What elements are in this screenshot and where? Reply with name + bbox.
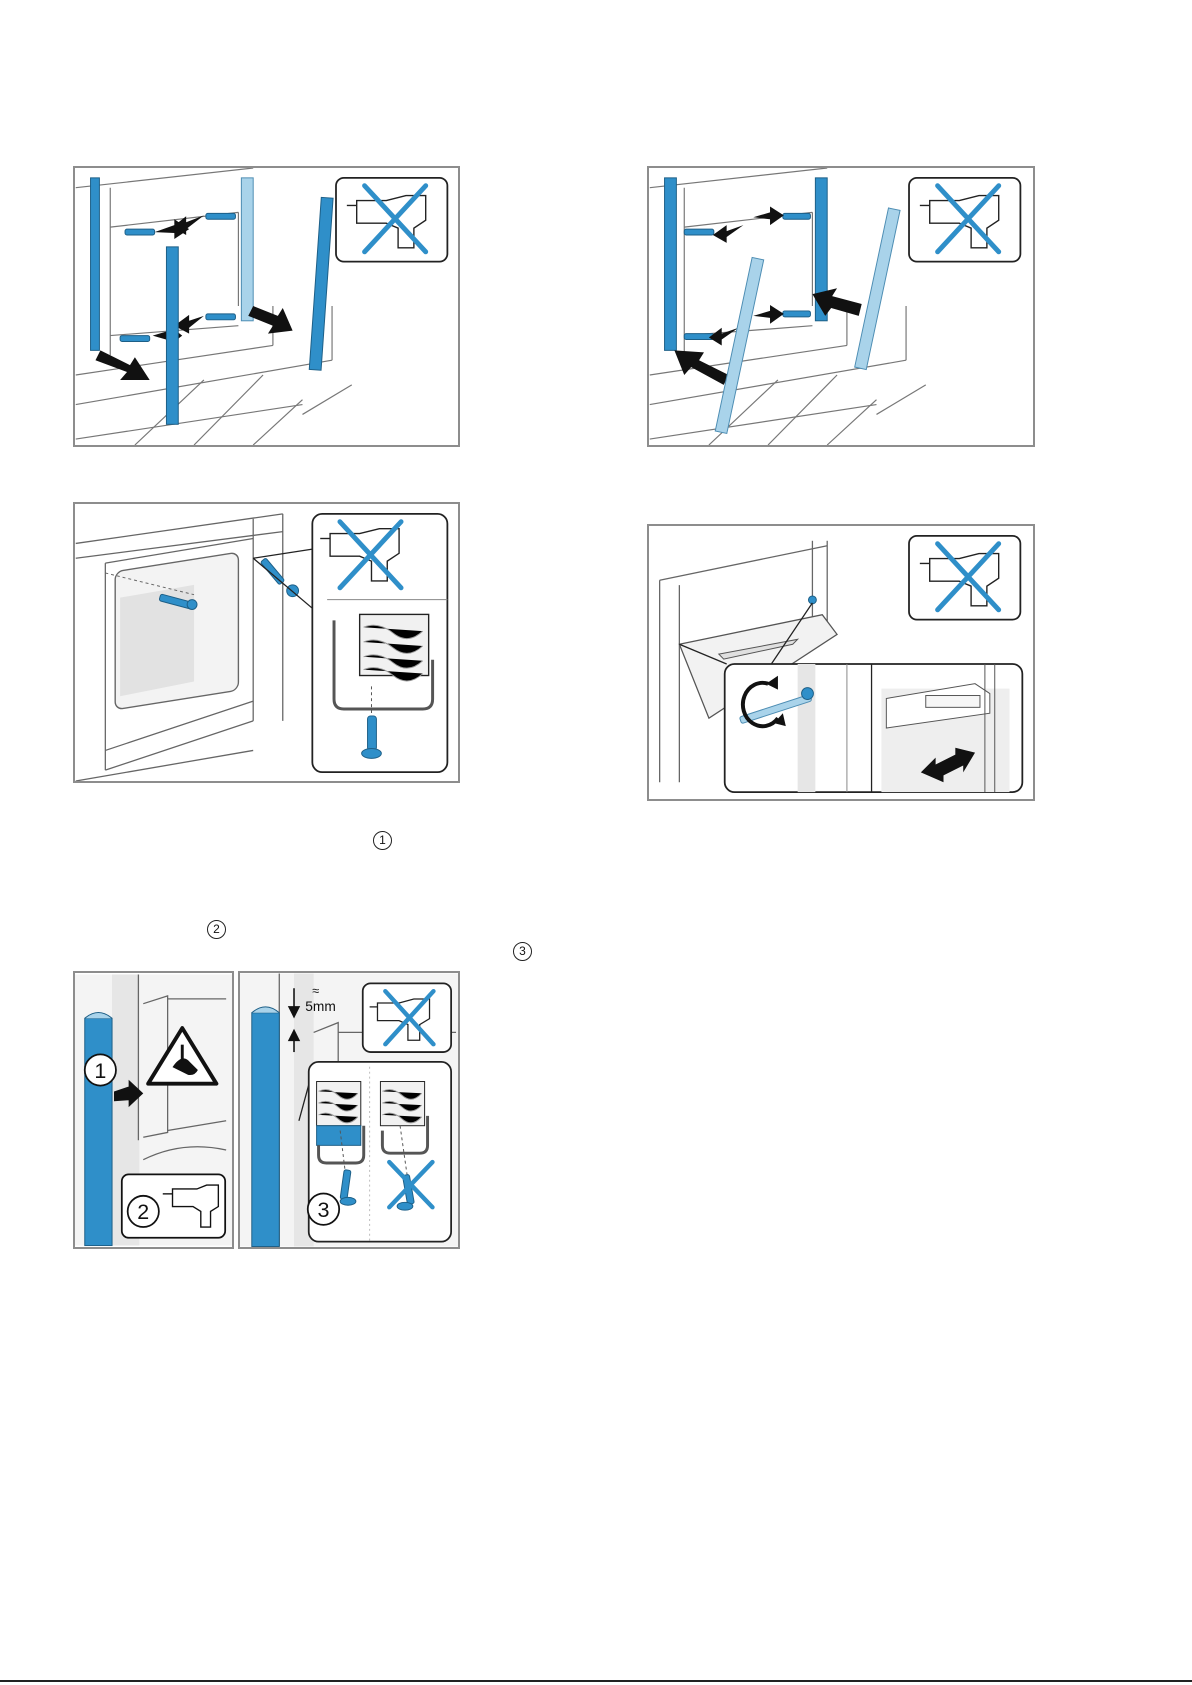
step-marker-3: 3 [513, 942, 532, 961]
no-drill-icon [909, 178, 1020, 262]
figure-attach-strip-drill-drawing: 1 2 [75, 973, 232, 1247]
figure-remove-strips-right [647, 166, 1035, 447]
figure-strip-gap-screw-drawing: ≈ 5mm 3 [240, 973, 458, 1247]
no-drill-icon [909, 536, 1020, 620]
no-drill-icon [363, 983, 451, 1052]
figure-strip-gap-screw: ≈ 5mm 3 [238, 971, 460, 1249]
no-drill-icon [336, 178, 447, 262]
figure-circle-1: 1 [94, 1059, 106, 1083]
figure-adjust-door-hinge [647, 524, 1035, 801]
figure-screw-oven-to-cabinet [73, 502, 460, 783]
figure-remove-strips-right-drawing [649, 168, 1033, 445]
figure-circle-2: 2 [137, 1200, 149, 1224]
figure-screw-oven-to-cabinet-drawing [75, 504, 458, 781]
step-marker-2: 2 [207, 920, 226, 939]
figure-attach-strip-drill: 1 2 [73, 971, 234, 1249]
figure-circle-3: 3 [317, 1197, 329, 1222]
step-marker-1: 1 [373, 831, 392, 850]
figure-remove-strips-left [73, 166, 460, 447]
gap-size-label: 5mm [305, 999, 336, 1014]
figure-remove-strips-left-drawing [75, 168, 458, 445]
page-footer-rule [0, 1680, 1192, 1682]
figure-adjust-door-hinge-drawing [649, 526, 1033, 799]
gap-approx-label: ≈ [312, 983, 319, 998]
